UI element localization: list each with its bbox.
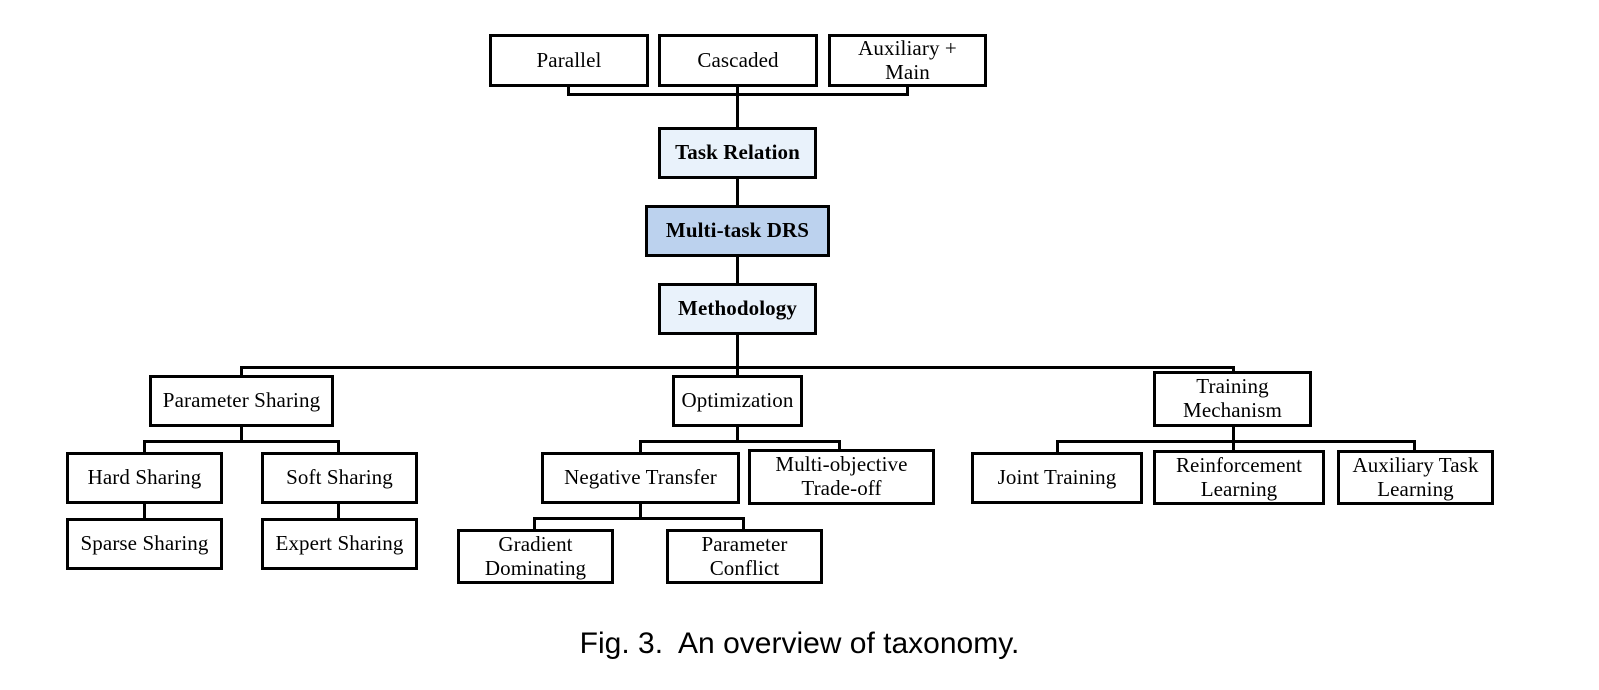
edge-optimization-drop bbox=[736, 426, 739, 442]
edge-parallel-drop bbox=[567, 87, 570, 96]
edge-auxiliary-main-drop bbox=[906, 87, 909, 96]
edge-bus-to-joint-training bbox=[1056, 440, 1059, 453]
edge-bus-to-negative-transfer bbox=[639, 440, 642, 453]
node-joint-training[interactable]: Joint Training bbox=[971, 452, 1143, 504]
node-multi-objective-tradeoff-label: Multi-objective Trade-off bbox=[775, 452, 908, 500]
node-task-relation-label: Task Relation bbox=[675, 140, 800, 165]
node-joint-training-label: Joint Training bbox=[997, 465, 1117, 490]
edge-bus-to-auxiliary-task-learning bbox=[1413, 440, 1416, 453]
edge-bus-to-gradient-dominating bbox=[533, 517, 536, 530]
node-task-relation[interactable]: Task Relation bbox=[658, 127, 817, 179]
edge-soft-to-expert-sharing bbox=[337, 503, 340, 519]
node-training-mechanism-label: Training Mechanism bbox=[1183, 374, 1282, 422]
node-methodology-label: Methodology bbox=[678, 296, 797, 321]
node-parameter-sharing[interactable]: Parameter Sharing bbox=[149, 375, 334, 427]
edge-bus-to-multi-objective bbox=[838, 440, 841, 453]
node-methodology[interactable]: Methodology bbox=[658, 283, 817, 335]
edge-task-relation-to-root bbox=[736, 178, 739, 206]
node-reinforcement-learning[interactable]: Reinforcement Learning bbox=[1153, 450, 1325, 505]
node-expert-sharing[interactable]: Expert Sharing bbox=[261, 518, 418, 570]
node-parameter-conflict-label: Parameter Conflict bbox=[701, 531, 788, 580]
figure-caption: Fig. 3. An overview of taxonomy. bbox=[579, 627, 1020, 660]
node-auxiliary-task-learning-label: Auxiliary Task Learning bbox=[1352, 452, 1479, 501]
node-multi-objective-tradeoff[interactable]: Multi-objective Trade-off bbox=[748, 449, 935, 505]
node-hard-sharing[interactable]: Hard Sharing bbox=[66, 452, 223, 504]
edge-bus-to-parameter-conflict bbox=[742, 517, 745, 530]
node-negative-transfer[interactable]: Negative Transfer bbox=[541, 452, 740, 504]
edge-hard-to-sparse-sharing bbox=[143, 503, 146, 519]
node-gradient-dominating-label: Gradient Dominating bbox=[484, 531, 587, 580]
node-sparse-sharing-label: Sparse Sharing bbox=[80, 531, 209, 556]
edge-parameter-sharing-drop bbox=[240, 426, 243, 442]
node-parameter-conflict[interactable]: Parameter Conflict bbox=[666, 529, 823, 584]
edge-methodology-drop bbox=[736, 334, 739, 369]
node-soft-sharing-label: Soft Sharing bbox=[286, 465, 393, 490]
edge-training-mechanism-drop bbox=[1232, 426, 1235, 442]
edge-negative-transfer-drop bbox=[639, 503, 642, 519]
edge-bus-to-hard-sharing bbox=[143, 440, 146, 453]
node-optimization[interactable]: Optimization bbox=[672, 375, 803, 427]
node-cascaded-label: Cascaded bbox=[697, 47, 779, 72]
node-soft-sharing[interactable]: Soft Sharing bbox=[261, 452, 418, 504]
node-parameter-sharing-label: Parameter Sharing bbox=[162, 388, 321, 413]
node-sparse-sharing[interactable]: Sparse Sharing bbox=[66, 518, 223, 570]
edge-bus-to-task-relation bbox=[736, 93, 739, 128]
edge-training-mechanism-bus bbox=[1056, 440, 1416, 443]
edge-bus-to-optimization bbox=[736, 366, 739, 377]
node-expert-sharing-label: Expert Sharing bbox=[275, 531, 404, 556]
node-auxiliary-task-learning[interactable]: Auxiliary Task Learning bbox=[1337, 450, 1494, 505]
node-multi-task-drs-label: Multi-task DRS bbox=[665, 218, 810, 243]
edge-optimization-bus bbox=[639, 440, 841, 443]
node-auxiliary-main[interactable]: Auxiliary + Main bbox=[828, 34, 987, 87]
node-parallel-label: Parallel bbox=[536, 47, 602, 72]
node-training-mechanism[interactable]: Training Mechanism bbox=[1153, 371, 1312, 427]
node-negative-transfer-label: Negative Transfer bbox=[564, 465, 717, 490]
edge-negative-transfer-bus bbox=[533, 517, 745, 520]
node-parallel[interactable]: Parallel bbox=[489, 34, 649, 87]
node-auxiliary-main-label: Auxiliary + Main bbox=[858, 35, 957, 84]
node-cascaded[interactable]: Cascaded bbox=[658, 34, 818, 87]
edge-bus-to-soft-sharing bbox=[337, 440, 340, 453]
edge-bus-to-reinforcement-learning bbox=[1232, 440, 1235, 453]
node-gradient-dominating[interactable]: Gradient Dominating bbox=[457, 529, 614, 584]
node-hard-sharing-label: Hard Sharing bbox=[87, 465, 202, 490]
edge-cascaded-drop bbox=[736, 87, 739, 96]
edge-bus-to-parameter-sharing bbox=[240, 366, 243, 377]
edge-parameter-sharing-bus bbox=[143, 440, 340, 443]
node-reinforcement-learning-label: Reinforcement Learning bbox=[1175, 452, 1303, 501]
node-optimization-label: Optimization bbox=[681, 388, 794, 413]
edge-root-to-methodology bbox=[736, 256, 739, 284]
node-multi-task-drs[interactable]: Multi-task DRS bbox=[645, 205, 830, 257]
